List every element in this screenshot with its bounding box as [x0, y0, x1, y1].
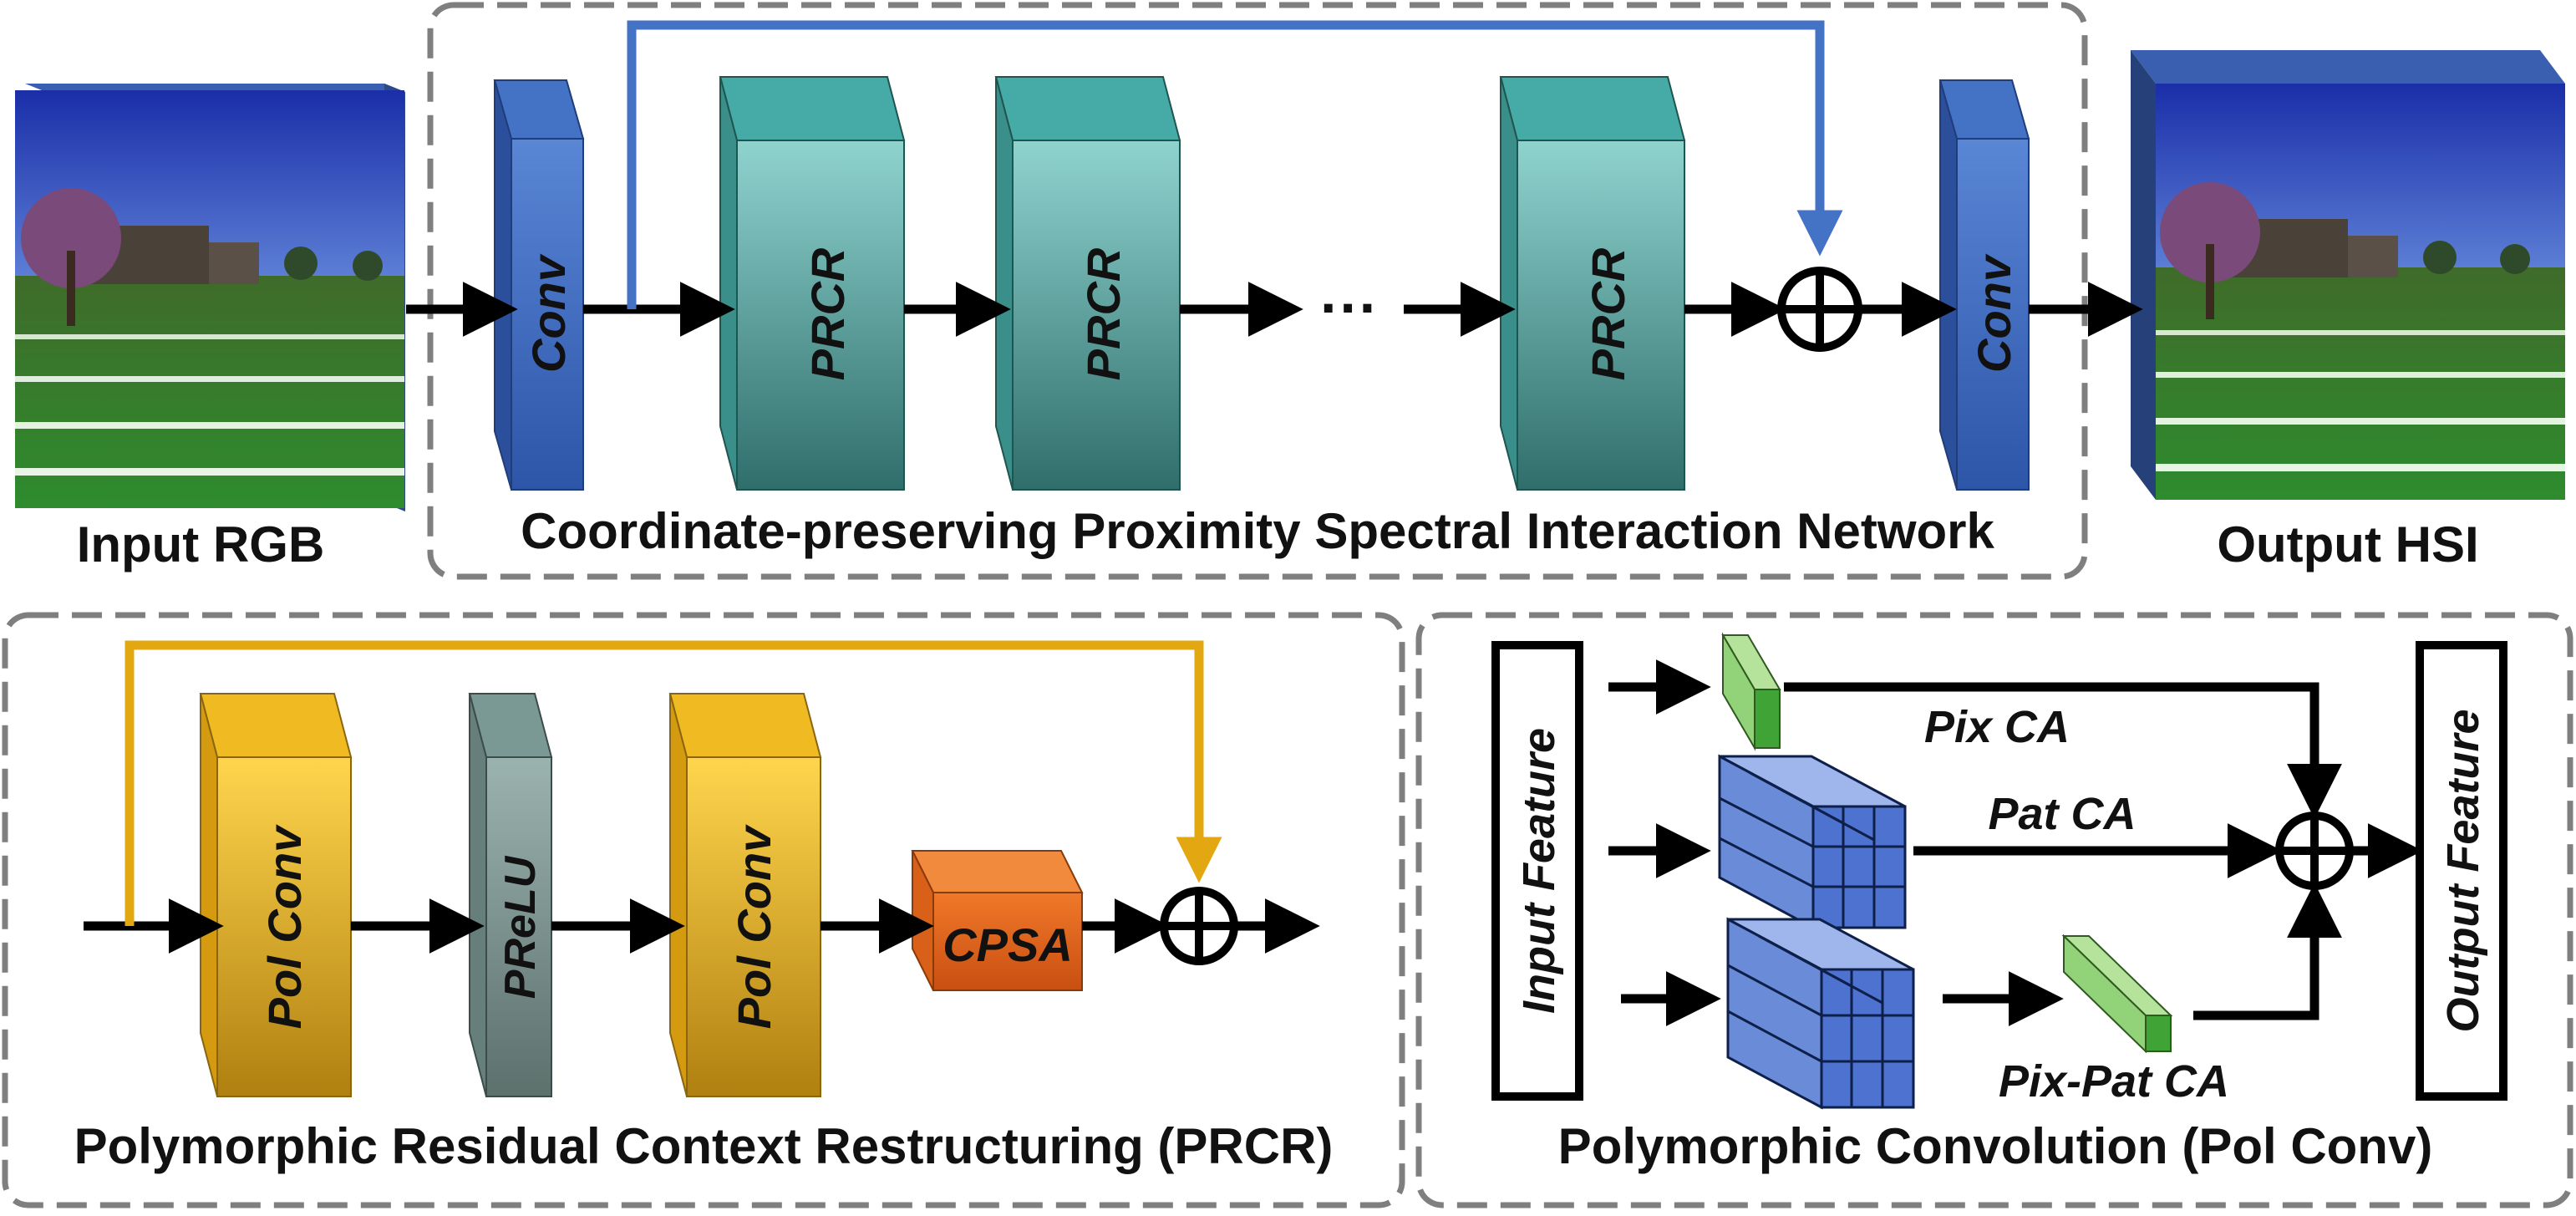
polconv-block-2: [668, 693, 822, 1097]
pixpat-ca-grid-cube: [1726, 917, 1915, 1110]
prcr-label-2: PRCR: [1077, 247, 1130, 380]
prcr-panel-title: Polymorphic Residual Context Restructuri…: [74, 1118, 1334, 1174]
polconv-panel-title: Polymorphic Convolution (Pol Conv): [1558, 1118, 2433, 1174]
conv-label-1: Conv: [522, 253, 575, 373]
output-feature-box: [2416, 641, 2507, 1101]
pix-ca-block: [1721, 632, 1781, 751]
conv-label-2: Conv: [1968, 253, 2020, 373]
pat-ca-label: Pat CA: [1988, 789, 2136, 839]
polconv-sum-node: [2275, 812, 2354, 890]
polconv-label-2: Pol Conv: [728, 824, 780, 1030]
prcr-sum-node: [1160, 887, 1238, 965]
pixpat-ca-block: [2061, 934, 2173, 1054]
prcr-block-3: [1499, 76, 1686, 491]
pixpat-ca-label: Pix-Pat CA: [1999, 1056, 2229, 1107]
output-hsi-image: [2131, 50, 2565, 500]
polconv-flow-arrows: [1608, 659, 2423, 1026]
input-rgb-label: Input RGB: [77, 516, 325, 572]
pix-ca-label: Pix CA: [1924, 702, 2070, 752]
prelu-label: PReLU: [496, 855, 545, 999]
prelu-block: [468, 693, 553, 1097]
prcr-skip-connection: [124, 640, 1222, 926]
prcr-label-1: PRCR: [801, 247, 854, 380]
polconv-label-1: Pol Conv: [258, 824, 311, 1030]
input-rgb-image: [15, 84, 405, 511]
pat-ca-grid-cube: [1718, 754, 1907, 930]
polconv-block-1: [199, 693, 353, 1097]
output-feature-label: Output Feature: [2438, 710, 2488, 1033]
input-feature-box: [1491, 641, 1583, 1101]
network-panel: [427, 2, 2088, 580]
global-skip-connection: [627, 20, 1843, 309]
prcr-block-1: [719, 76, 906, 491]
ellipsis: ···: [1320, 275, 1379, 340]
cpsa-block: [911, 850, 1084, 991]
polconv-panel: [1415, 612, 2573, 1208]
cpsa-label: CPSA: [943, 918, 1073, 971]
prcr-panel: [2, 612, 1405, 1208]
input-feature-label: Input Feature: [1514, 728, 1564, 1014]
prcr-block-2: [994, 76, 1181, 491]
top-sum-node: [1777, 267, 1862, 352]
network-title: Coordinate-preserving Proximity Spectral…: [521, 503, 1994, 559]
output-hsi-label: Output HSI: [2217, 516, 2478, 572]
prcr-label-3: PRCR: [1582, 247, 1634, 380]
